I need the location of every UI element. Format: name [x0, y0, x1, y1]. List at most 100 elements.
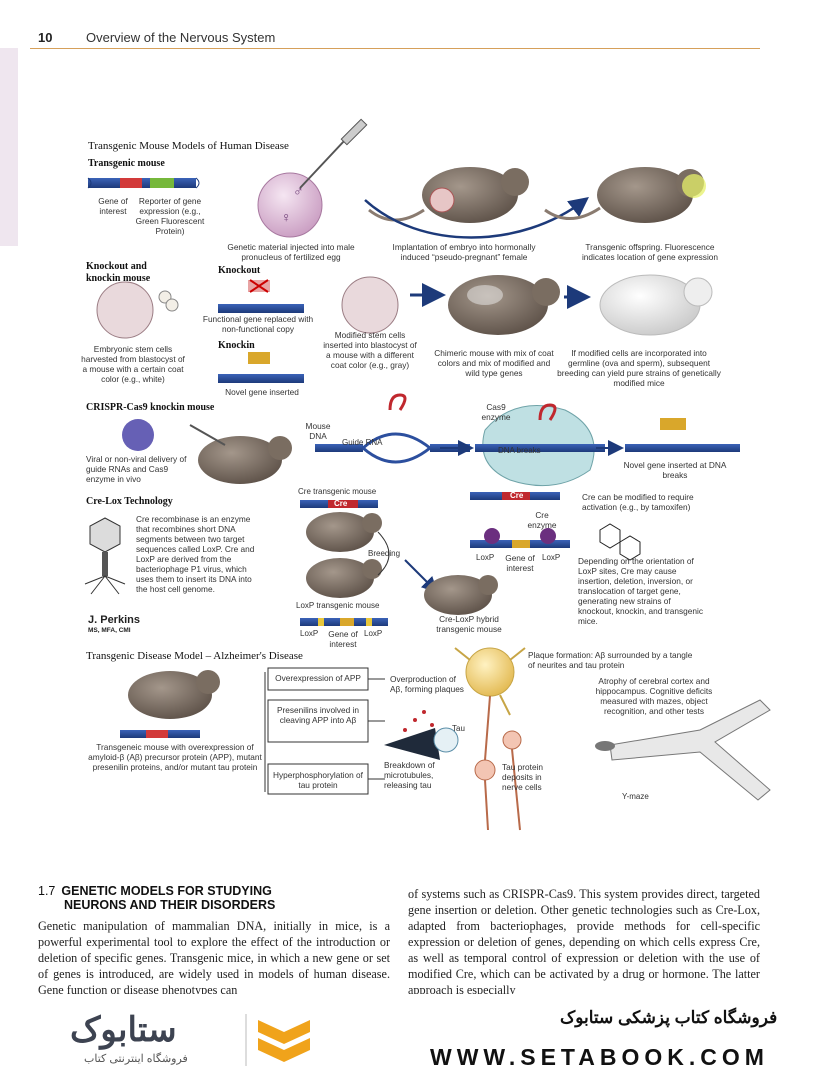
breakdown-label: Breakdown of microtubules, releasing tau	[384, 760, 435, 790]
delivery-caption: Viral or non-viral delivery of guide RNA…	[86, 454, 187, 484]
cre-mouse-label: Cre transgenic mouse	[298, 487, 377, 496]
section-title-line1: GENETIC MODELS FOR STUDYING	[61, 884, 272, 898]
breeding-bracket	[377, 531, 390, 576]
loxp-label-b: LoxP	[542, 553, 561, 562]
dna-breaks-label: DNA breaks	[498, 446, 541, 455]
offspring-caption: Transgenic offspring. Fluorescence indic…	[581, 242, 719, 262]
tau-label: Tau	[452, 724, 465, 733]
loxp-gene-label: Gene of interest	[328, 629, 358, 649]
cre-gene-interest-label: Gene of interest	[505, 553, 535, 573]
body-right-column: of systems such as CRISPR-Cas9. This sys…	[408, 887, 760, 997]
page-number: 10	[38, 30, 53, 45]
knockin-caption: Novel gene inserted	[225, 387, 299, 397]
tamoxifen-molecule	[599, 523, 641, 561]
cre-dna-label: Cre	[510, 491, 524, 500]
svg-text:♂: ♂	[293, 183, 304, 199]
hybrid-mouse	[424, 575, 498, 615]
alzheimers-heading: Transgenic Disease Model – Alzheimer's D…	[86, 650, 303, 662]
offspring-mouse	[544, 167, 706, 223]
alzheimer-mouse	[120, 670, 220, 738]
crispr-heading: CRISPR-Cas9 knockin mouse	[86, 402, 215, 413]
setabook-logo: ستابوک	[70, 1011, 178, 1049]
loxp-mouse-label: LoxP transgenic mouse	[296, 601, 380, 610]
body-left-column: Genetic manipulation of mammalian DNA, i…	[38, 919, 390, 997]
gene-of-interest-label: Gene of interest	[98, 196, 128, 216]
plaque-cell	[454, 647, 526, 716]
chimeric-caption: Chimeric mouse with mix of coat colors a…	[434, 348, 554, 378]
artist-credentials: MS, MFA, CMI	[88, 627, 131, 634]
hybrid-caption: Cre-LoxP hybrid transgenic mouse	[436, 614, 502, 634]
svg-text:♀: ♀	[281, 209, 292, 225]
store-name-fa: فروشگاه کتاب پزشکی ستابوک	[560, 1008, 778, 1027]
germline-caption: If modified cells are incorporated into …	[557, 348, 721, 388]
overproduction-label: Overproduction of Aβ, forming plaques	[390, 674, 464, 694]
app-label: Overexpression of APP	[275, 673, 361, 683]
dna-split	[315, 393, 470, 464]
dna-knockin	[218, 352, 304, 383]
alzheimer-mouse-caption: Transgeneic mouse with overexpression of…	[88, 742, 262, 772]
crelox-description: Cre recombinase is an enzyme that recomb…	[136, 514, 255, 594]
bacteriophage-icon	[84, 517, 126, 595]
alzheimer-bracket	[264, 667, 385, 795]
store-site: WWW.SETABOOK.COM	[430, 1044, 769, 1070]
section-title-line2: NEURONS AND THEIR DISORDERS	[64, 898, 276, 912]
knockout-heading: Knockout and knockin mouse	[86, 261, 151, 284]
cre-gene-label: Cre	[334, 499, 348, 508]
cre-loxp-dna	[470, 492, 570, 548]
reporter-label: Reporter of gene expression (e.g., Green…	[135, 196, 205, 236]
implant-caption: Implantation of embryo into hormonally i…	[392, 242, 536, 262]
plaque-label: Plaque formation: Aβ surrounded by a tan…	[528, 650, 693, 670]
crispr-mouse	[189, 424, 292, 484]
loxp-right-label: LoxP	[364, 629, 383, 638]
figure-illustration: ♂ ♀	[84, 118, 771, 831]
knockout-label: Knockout	[218, 265, 261, 276]
y-maze	[595, 699, 771, 801]
inserted-caption: Novel gene inserted at DNA breaks	[623, 460, 727, 480]
pregnant-mouse	[368, 167, 529, 223]
running-title: Overview of the Nervous System	[86, 30, 276, 45]
syringe-icon	[299, 118, 368, 189]
ymaze-label: Y-maze	[622, 792, 649, 801]
setabook-logo-sub: فروشگاه اینترنتی کتاب	[84, 1053, 188, 1065]
modified-caption: Modified stem cells inserted into blasto…	[323, 330, 417, 370]
cas9-enzyme	[475, 403, 605, 487]
header-rule	[30, 48, 760, 49]
hyperphos-label: Hyperphosphorylation of tau protein	[273, 770, 363, 790]
cre-mouse	[300, 500, 382, 552]
dna-transgenic	[87, 177, 200, 189]
dna-knockout	[218, 279, 304, 313]
cre-enzyme-label: Cre enzyme	[527, 510, 557, 530]
white-mouse	[599, 274, 713, 336]
guide-rna-label: Guide RNA	[342, 438, 383, 447]
page-edge-tab	[0, 48, 18, 246]
section-heading: 1.7 GENETIC MODELS FOR STUDYING NEURONS A…	[38, 884, 275, 912]
modified-blastocyst	[341, 276, 399, 334]
chevron-logo-icon	[245, 1014, 310, 1066]
stem-cell-blastocyst	[96, 281, 179, 339]
knockout-caption: Functional gene replaced with non-functi…	[202, 314, 314, 334]
figure-title: Transgenic Mouse Models of Human Disease	[88, 140, 289, 152]
neurons	[474, 695, 522, 831]
transgenic-heading: Transgenic mouse	[88, 158, 165, 169]
loxp-label-a: LoxP	[476, 553, 495, 562]
microtubule	[384, 710, 459, 760]
injection-caption: Genetic material injected into male pron…	[227, 242, 355, 262]
fertilized-egg: ♂ ♀	[257, 172, 323, 238]
chimeric-mouse	[448, 275, 560, 335]
dna-inserted	[625, 418, 740, 452]
watermark-band	[0, 994, 833, 1080]
loxp-left-label: LoxP	[300, 629, 319, 638]
knockin-label: Knockin	[218, 340, 255, 351]
tau-deposits-label: Tau protein deposits in nerve cells	[502, 762, 544, 792]
mouse-dna-label: Mouse DNA	[305, 421, 331, 441]
cas9-label: Cas9 enzyme	[481, 402, 511, 422]
stem-cell-caption: Embryonic stem cells harvested from blas…	[81, 344, 185, 384]
virus-particle	[122, 419, 154, 451]
breeding-label: Breeding	[368, 549, 401, 558]
activation-caption: Cre can be modified to require activatio…	[582, 492, 694, 512]
presenilins-label: Presenilins involved in cleaving APP int…	[276, 705, 360, 725]
section-number: 1.7	[38, 884, 56, 898]
loxp-mouse	[300, 558, 388, 626]
atrophy-label: Atrophy of cerebral cortex and hippocamp…	[595, 676, 713, 716]
crelox-heading: Cre-Lox Technology	[86, 496, 173, 507]
